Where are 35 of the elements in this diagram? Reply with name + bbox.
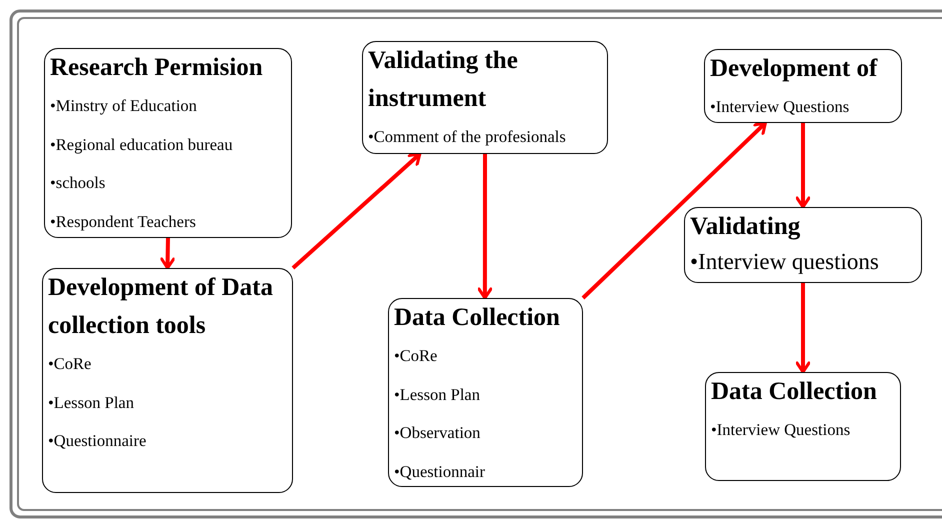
box-heading: Validating <box>690 212 800 242</box>
process-box <box>684 207 922 283</box>
process-box <box>44 48 292 238</box>
arrow <box>796 283 810 374</box>
bullet-item: •Minstry of Education <box>50 95 197 117</box>
bullet-item: •Comment of the profesionals <box>368 126 566 148</box>
box-heading: Validating the instrument <box>368 46 519 114</box>
arrow <box>292 152 422 270</box>
bullet-item: •Lesson Plan <box>394 384 480 406</box>
box-heading: Data Collection <box>711 377 877 407</box>
bullet-item: •Interview Questions <box>710 96 850 118</box>
arrow <box>582 122 767 300</box>
bullet-item: •Regional education bureau <box>50 134 233 156</box>
box-heading: Development of Data collection tools <box>48 273 274 341</box>
arrow <box>477 154 492 300</box>
process-box <box>704 49 902 123</box>
bullet-item: •schools <box>50 172 106 194</box>
arrow <box>160 238 176 270</box>
bullet-item: •Interview Questions <box>711 419 850 441</box>
bullet-item: •Interview questions <box>690 248 879 276</box>
box-heading: Development of <box>710 54 878 84</box>
process-box <box>388 298 583 487</box>
arrow <box>796 123 810 208</box>
bullet-item: •Lesson Plan <box>48 392 134 414</box>
bullet-item: •Respondent Teachers <box>50 210 196 232</box>
bullet-item: •Questionnair <box>394 460 486 482</box>
bullet-item: •Questionnaire <box>48 430 146 452</box>
process-box <box>705 372 901 481</box>
box-heading: Research Permision <box>50 53 263 83</box>
bullet-item: •CoRe <box>394 345 438 367</box>
process-box <box>362 41 608 154</box>
bullet-item: •Observation <box>394 422 480 444</box>
bullet-item: •CoRe <box>48 353 92 375</box>
process-box <box>42 268 293 493</box>
box-heading: Data Collection <box>394 303 560 333</box>
